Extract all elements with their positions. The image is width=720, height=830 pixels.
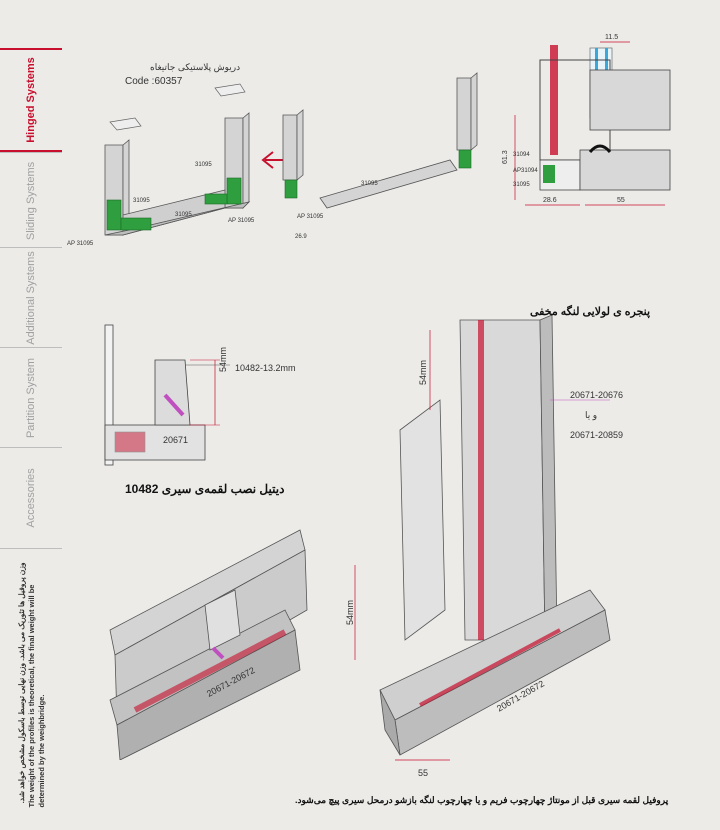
dim-left-bottom: 28.6 (543, 197, 557, 204)
caption-installation-detail: دیتیل نصب لقمه‌ی سیری 10482 (125, 482, 284, 496)
window-code-2: 20671-20859 (570, 430, 624, 440)
bottom-left-perspective (109, 529, 308, 760)
dim-right-bottom: 55 (617, 197, 625, 204)
label-31095-d: 31095 (361, 181, 378, 187)
callout-code: 10482-13.2mm (235, 363, 296, 373)
weight-note: وزن پروفیل ها تئوریک می باشد. وزن نهایی … (6, 560, 58, 810)
caption-code: 10482 (125, 482, 159, 496)
caption-text: دیتیل نصب لقمه‌ی سیری (161, 482, 285, 496)
window-dim: 54mm (418, 359, 428, 385)
mid-left-section (104, 324, 230, 466)
tab-label: Hinged Systems (25, 57, 37, 143)
label-ap31095-b: AP 31095 (228, 218, 255, 224)
cap-code: Code :60357 (125, 76, 183, 87)
tab-label: Accessories (25, 468, 37, 528)
tab-partition-system[interactable]: Partition System (0, 347, 62, 448)
tab-hinged-systems[interactable]: Hinged Systems (0, 48, 62, 152)
corner-cleats-right (284, 149, 472, 199)
footer-note: پروفیل لقمه سیری قبل از مونتاژ چهارچوب ف… (295, 795, 669, 805)
label-ap31095-a: AP 31095 (67, 241, 94, 247)
label-31095-b: 31095 (175, 212, 192, 218)
bottom-right-dim-side: 54mm (345, 599, 355, 625)
tab-accessories[interactable]: Accessories (0, 447, 62, 549)
window-code-1: 20671-20676 (570, 390, 624, 400)
tab-sliding-systems[interactable]: Sliding Systems (0, 152, 62, 248)
label-ap31094: AP31094 (513, 168, 538, 174)
profile-code: 20671 (163, 435, 189, 445)
label-31095-a: 31095 (133, 198, 150, 204)
dim-height: 61.3 (502, 150, 509, 164)
corner-cleats (106, 177, 242, 231)
tab-label: Additional Systems (25, 251, 37, 345)
plastic-caps (109, 83, 246, 131)
bottom-right-dim-bottom: 55 (418, 768, 429, 778)
label-31095: 31095 (513, 182, 530, 188)
tab-additional-systems[interactable]: Additional Systems (0, 247, 62, 348)
corner-assembly-drawing: 31095 AP 31095 AP 31095 31095 31095 3109… (67, 72, 478, 247)
weight-note-en: The weight of the profiles is theoretica… (27, 584, 46, 808)
label-31094: 31094 (513, 152, 530, 158)
label-31095-c: 31095 (195, 162, 212, 168)
mid-left-dim: 54mm (218, 346, 228, 372)
top-right-section: 11.5 61.3 28.6 55 31094 AP31094 31095 (502, 34, 671, 206)
weight-note-fa: وزن پروفیل ها تئوریک می باشد. وزن نهایی … (17, 562, 26, 804)
tab-label: Partition System (25, 357, 37, 439)
label-26-9: 26.9 (295, 234, 307, 240)
caption-plastic-cap: دریوش پلاستیکی جاتیغاه (150, 62, 241, 72)
sidebar: Hinged Systems Sliding Systems Additiona… (0, 0, 62, 830)
dim-top: 11.5 (605, 34, 618, 41)
label-ap31095-c: AP 31095 (297, 214, 324, 220)
tab-label: Sliding Systems (25, 161, 37, 240)
u-frame-right (282, 72, 478, 209)
hidden-sash-window-drawing (354, 314, 611, 761)
window-or: و یا (585, 410, 598, 420)
window-title: پنجره ی لولایی لنگه مخفی (530, 306, 651, 318)
